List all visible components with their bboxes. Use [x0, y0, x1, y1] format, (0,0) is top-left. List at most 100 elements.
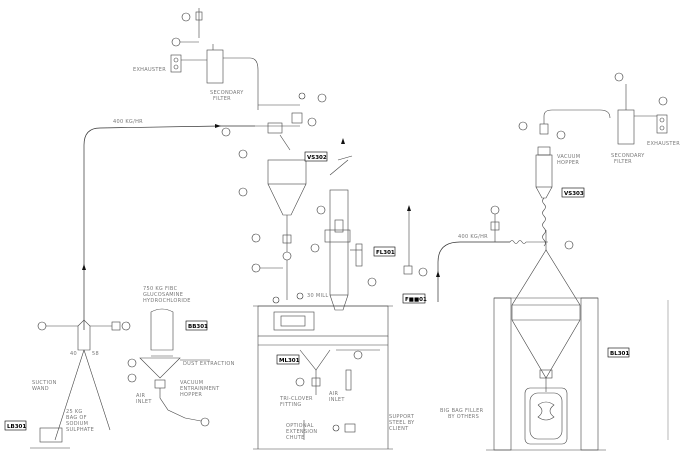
vs303-vacuum-hopper: VACUUM HOPPER SECONDARY FILTER EXHAUSTER	[518, 72, 680, 247]
exhauster-right-label: EXHAUSTER	[647, 141, 680, 147]
tag-vs303-box	[561, 187, 585, 198]
gauge-icon	[310, 243, 320, 253]
fl301-filter	[324, 138, 377, 311]
gauge-icon	[518, 121, 528, 131]
flow-arrow-icon	[407, 205, 411, 211]
gauge-icon	[238, 187, 248, 197]
exhauster-left-group: EXHAUSTER SECONDARY FILTER	[133, 8, 259, 110]
vac-hopper-label-2: ENTRAINMENT	[180, 386, 220, 392]
tag-bl301: BL301	[610, 351, 629, 357]
gauge-icon	[282, 251, 292, 261]
bag-label-3: HYDROCHLORIDE	[143, 298, 191, 304]
split-right: 58	[92, 351, 99, 357]
gauge-icon	[200, 417, 210, 427]
gauge-icon	[121, 321, 131, 331]
split-left: 40	[70, 351, 77, 357]
gauge-icon	[317, 93, 327, 103]
gauge-icon	[614, 72, 624, 82]
gauge-icon	[37, 321, 47, 331]
bigbag-label-1: BIG BAG FILLER	[440, 408, 484, 414]
flow-rate-left: 400 KG/HR	[113, 119, 143, 125]
vs302-vacuum-receiver	[238, 92, 327, 300]
dust-extraction-label: DUST EXTRACTION	[183, 361, 235, 367]
tag-ml301: ML301	[279, 358, 300, 364]
gauge-icon	[418, 267, 428, 277]
secondary-filter-left-label-1: SECONDARY	[210, 90, 244, 96]
gauge-icon	[564, 240, 574, 250]
mill-note: 30 MILL	[307, 293, 328, 299]
tag-lb301: LB301	[7, 424, 26, 430]
gauge-icon	[181, 12, 191, 22]
exhauster-left	[170, 54, 182, 73]
sodium-label-2: BAG OF	[66, 415, 87, 421]
f301-fan	[403, 205, 428, 277]
support-label-3: CLIENT	[389, 426, 409, 432]
air-inlet-2-label-a: AIR	[329, 391, 338, 397]
gauge-icon	[332, 424, 340, 432]
secondary-filter-right-label-1: SECONDARY	[611, 153, 645, 159]
flow-arrow-icon	[341, 138, 345, 144]
tag-f301-box	[402, 293, 426, 304]
bag-label-1: 750 KG FIBC	[143, 286, 178, 292]
gauge-icon	[295, 377, 305, 387]
air-inlet-1-label-a: AIR	[136, 393, 145, 399]
air-inlet-2-label-b: INLET	[329, 397, 345, 403]
tag-lb301-box	[4, 420, 27, 431]
tag-fl301-box	[373, 246, 396, 257]
flow-arrow-icon	[82, 264, 86, 270]
lb301-suction: 40 58 SUCTION WAND 25 KG BAG OF SODIUM S…	[30, 319, 131, 449]
gauge-icon	[296, 292, 304, 300]
sodium-label-3: SODIUM	[66, 421, 88, 427]
gauge-icon	[490, 205, 500, 215]
support-label-1: SUPPORT	[389, 414, 415, 420]
left-conveying-line: 400 KG/HR	[82, 119, 255, 330]
optional-label-2: EXTENSION	[286, 429, 317, 435]
vac-hopper-label-1: VACUUM	[180, 380, 203, 386]
tag-vs302: VS302	[307, 155, 327, 161]
gauge-icon	[353, 350, 363, 360]
gauge-icon	[221, 127, 231, 137]
tag-vs303: VS303	[564, 191, 584, 197]
secondary-filter-right-label-2: FILTER	[614, 159, 632, 165]
gauge-icon	[307, 117, 317, 127]
gauge-icon	[238, 149, 248, 159]
tag-ml301-box	[276, 354, 300, 365]
optional-label-3: CHUTE	[286, 435, 305, 441]
tag-f301: F■■01	[405, 297, 427, 303]
bag-label-2: GLUCOSAMINE	[143, 292, 183, 298]
gauge-icon	[251, 263, 261, 273]
tag-bb301-box	[185, 320, 208, 331]
ml301-mill: 30 MILL TRI-CLOVER FITTING AIR INLET OPT…	[253, 292, 393, 450]
tag-vs302-box	[304, 151, 328, 162]
secondary-filter-left-label-2: FILTER	[213, 96, 231, 102]
bl301-blender: BIG BAG FILLER BY OTHERS	[440, 230, 606, 451]
right-conveying-line: 400 KG/HR	[436, 205, 574, 302]
gauge-icon	[367, 277, 377, 287]
gauge-icon	[556, 130, 566, 140]
suction-label-1: SUCTION	[32, 380, 57, 386]
air-inlet-1-label-b: INLET	[136, 399, 152, 405]
vacuum-hopper-label-1: VACUUM	[557, 154, 580, 160]
bb301-bag-station: 750 KG FIBC GLUCOSAMINE HYDROCHLORIDE DU…	[127, 286, 235, 427]
gauge-icon	[272, 296, 280, 304]
flow-rate-right: 400 KG/HR	[458, 234, 488, 240]
gauge-icon	[127, 358, 137, 368]
support-label-2: STEEL BY	[389, 420, 415, 426]
gauge-icon	[171, 37, 181, 47]
tri-clover-label-1: TRI-CLOVER	[279, 396, 313, 402]
flow-arrow-icon	[215, 124, 221, 128]
flow-arrow-icon	[436, 271, 440, 277]
exhauster-left-label: EXHAUSTER	[133, 67, 166, 73]
sodium-label-4: SULPHATE	[66, 427, 94, 433]
gauge-icon	[316, 205, 326, 215]
bigbag-label-2: BY OTHERS	[448, 414, 479, 420]
secondary-filter-left	[206, 49, 224, 84]
gauge-icon	[298, 92, 306, 100]
optional-label-1: OPTIONAL	[286, 423, 314, 429]
vac-hopper-label-3: HOPPER	[180, 392, 202, 398]
sodium-label-1: 25 KG	[66, 409, 83, 415]
tag-bb301: BB301	[188, 324, 208, 330]
vacuum-hopper-label-2: HOPPER	[557, 160, 579, 166]
tri-clover-label-2: FITTING	[280, 402, 302, 408]
